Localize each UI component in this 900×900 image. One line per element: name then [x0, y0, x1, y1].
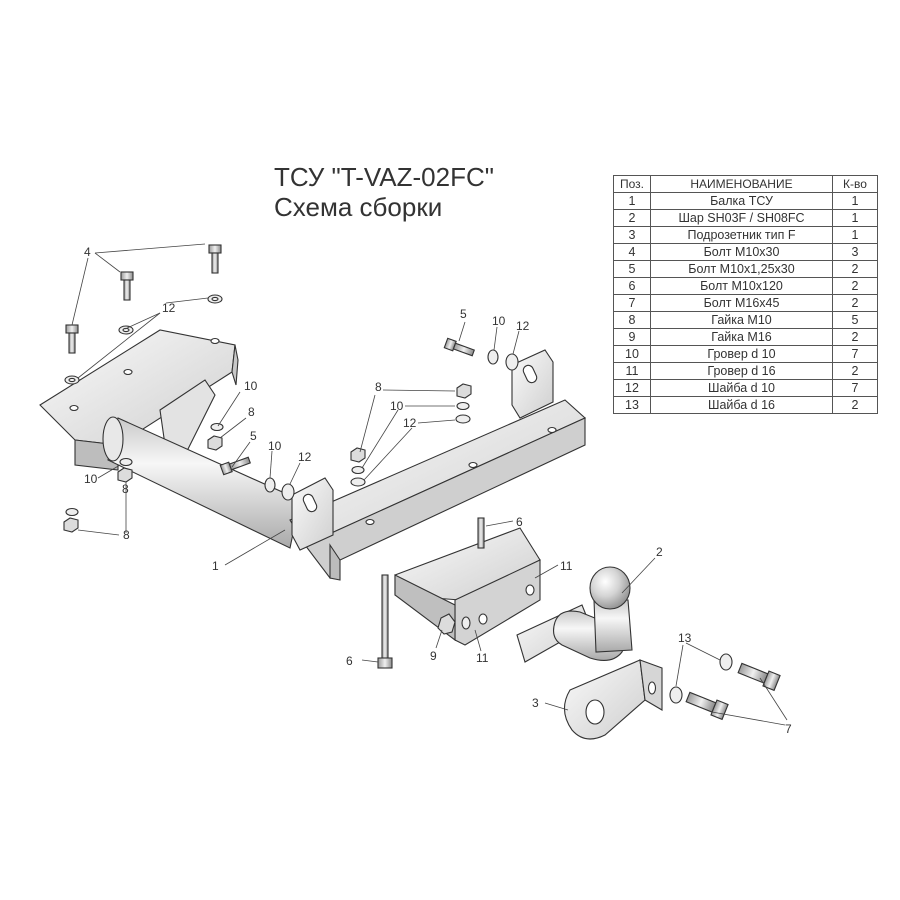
small-hardware — [63, 294, 733, 704]
callout-12-right: 12 — [516, 319, 530, 333]
cell-pos: 13 — [613, 396, 651, 414]
callout-8-left-lower: 8 — [123, 528, 130, 542]
callout-3: 3 — [532, 696, 539, 710]
cell-name: Болт М10х120 — [650, 277, 833, 295]
title-block: ТСУ "T-VAZ-02FC" Схема сборки — [274, 162, 494, 222]
cell-name: Гровер d 10 — [650, 345, 833, 363]
callout-9: 9 — [430, 649, 437, 663]
parts-table-header: Поз. НАИМЕНОВАНИЕ К-во — [613, 175, 878, 193]
cell-name: Шайба d 16 — [650, 396, 833, 414]
title-model: ТСУ "T-VAZ-02FC" — [274, 162, 494, 192]
cell-pos: 11 — [613, 362, 651, 380]
callout-11-bottom: 11 — [476, 651, 489, 665]
callout-labels: 4 12 10 8 5 10 12 10 8 8 1 5 10 12 8 10 … — [84, 245, 792, 736]
cell-name: Шар SH03F / SH08FC — [650, 209, 833, 227]
tow-ball — [516, 566, 633, 663]
cell-name: Болт М10х30 — [650, 243, 833, 261]
callout-5-right: 5 — [460, 307, 467, 321]
bolts-m16x45 — [685, 662, 781, 721]
callout-1: 1 — [212, 559, 219, 573]
callout-4: 4 — [84, 245, 91, 259]
bolts-m10x125x30 — [219, 337, 475, 476]
cell-name: Гайка М16 — [650, 328, 833, 346]
callout-6-bottom: 6 — [346, 654, 353, 668]
callout-10-left-bottom: 10 — [84, 472, 98, 486]
bolts-m10x120 — [377, 517, 485, 669]
callout-8-center: 8 — [375, 380, 382, 394]
callout-5-left: 5 — [250, 429, 257, 443]
callout-8-left-bottom: 8 — [122, 482, 129, 496]
callout-2: 2 — [656, 545, 663, 559]
beam-channel — [289, 399, 586, 581]
callout-10-left-mid: 10 — [268, 439, 282, 453]
cell-name: Болт М10х1,25х30 — [650, 260, 833, 278]
socket-plate — [563, 659, 663, 740]
cell-qty: 2 — [832, 260, 878, 278]
header-pos: Поз. — [613, 175, 651, 193]
callout-12-left: 12 — [162, 301, 176, 315]
callout-10-center: 10 — [390, 399, 404, 413]
callout-10-right: 10 — [492, 314, 506, 328]
title-subtitle: Схема сборки — [274, 192, 443, 222]
callout-10-left-top: 10 — [244, 379, 258, 393]
callout-6-top: 6 — [516, 515, 523, 529]
callout-13: 13 — [678, 631, 692, 645]
callout-12-center: 12 — [403, 416, 417, 430]
beam-tube — [102, 416, 301, 549]
leader-lines — [71, 243, 788, 726]
beam-tabs — [291, 349, 554, 551]
callout-12-left-mid: 12 — [298, 450, 312, 464]
callout-7: 7 — [785, 722, 792, 736]
callout-11-top: 11 — [560, 559, 573, 573]
cell-qty: 2 — [832, 396, 878, 414]
callout-8-left-top: 8 — [248, 405, 255, 419]
bolts-m10x30 — [65, 244, 222, 354]
